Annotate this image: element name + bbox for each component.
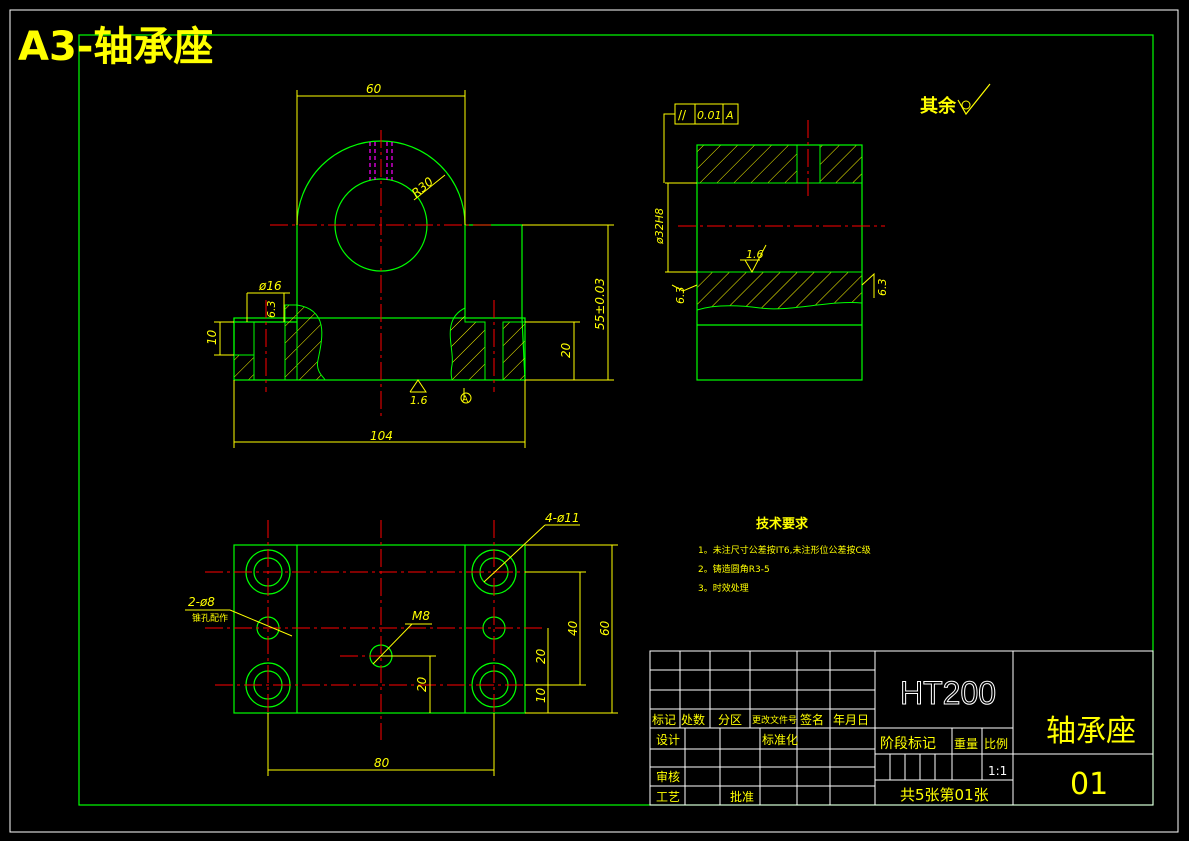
svg-text:标记: 标记: [652, 713, 676, 727]
datum-a-label: A: [462, 395, 469, 405]
svg-text:1:1: 1:1: [988, 764, 1007, 778]
svg-text:签名: 签名: [800, 712, 824, 727]
oil-hole-hidden-lines: [369, 142, 393, 180]
datum-a-symbol: [460, 392, 472, 404]
svg-text:技术要求: 技术要求: [756, 516, 809, 532]
svg-text:处数: 处数: [681, 712, 705, 727]
svg-text:6.3: 6.3: [674, 287, 687, 305]
dim-plan-20-right: 20: [534, 648, 548, 664]
svg-text:工艺: 工艺: [656, 790, 680, 804]
dim-plan-40: 40: [566, 620, 580, 636]
dim-radius: R30: [409, 174, 436, 200]
dim-4-holes: 4-ø11: [545, 511, 580, 525]
outer-frame: [9, 9, 1179, 833]
title-block: [649, 650, 1154, 806]
dim-plan-10: 10: [534, 687, 548, 703]
dim-top-width: 60: [366, 82, 382, 96]
rough-6-3-front: 6.3: [265, 301, 278, 319]
tech-requirements: 技术要求 1。未注尺寸公差按IT6,未注形位公差按C级 2。铸造圆角R3-5 3…: [698, 516, 871, 594]
svg-text:比例: 比例: [984, 737, 1008, 751]
dim-height-10: 10: [205, 329, 219, 345]
svg-text:1.6: 1.6: [746, 248, 764, 261]
dim-height-55: 55±0.03: [593, 278, 607, 330]
plan-dimensions: [185, 524, 618, 776]
geometric-tolerance-frame: // 0.01 A: [663, 103, 739, 183]
dim-bore: ø32H8: [653, 208, 666, 245]
rough-right-symbol: 6.3: [861, 272, 889, 298]
dim-plan-60: 60: [598, 620, 612, 636]
svg-text:分区: 分区: [718, 713, 742, 727]
dim-plan-80: 80: [374, 756, 390, 770]
svg-text:设计: 设计: [656, 733, 680, 747]
side-center-lines: [678, 120, 885, 227]
roughness-note: 其余: [920, 83, 991, 117]
part-name: 轴承座: [1046, 714, 1136, 749]
svg-text:6.3: 6.3: [876, 279, 889, 297]
svg-text:阶段标记: 阶段标记: [880, 736, 936, 752]
svg-text:A: A: [725, 109, 734, 122]
svg-text:共5张第01张: 共5张第01张: [900, 786, 989, 804]
inner-frame: [78, 34, 1154, 806]
svg-text:其余: 其余: [920, 95, 957, 117]
svg-text:更改文件号: 更改文件号: [752, 714, 797, 726]
rough-bore-symbol: 1.6: [740, 244, 767, 274]
svg-text:0.01: 0.01: [697, 109, 722, 122]
side-view: [665, 144, 863, 381]
svg-text:批准: 批准: [730, 789, 754, 804]
svg-text:3。时效处理: 3。时效处理: [698, 582, 749, 594]
svg-text://: //: [678, 108, 687, 122]
svg-text:1。未注尺寸公差按IT6,未注形位公差按C级: 1。未注尺寸公差按IT6,未注形位公差按C级: [698, 544, 871, 556]
dim-2-holes-note: 锥孔配作: [192, 612, 228, 624]
dim-base-width: 104: [370, 429, 393, 443]
front-view-hatching: [233, 304, 526, 381]
svg-text:年月日: 年月日: [833, 713, 869, 727]
front-dimensions: [214, 90, 614, 448]
drawing-title: A3-轴承座: [18, 24, 213, 70]
dim-plan-20-left: 20: [415, 676, 429, 692]
rough-left-symbol: 6.3: [671, 284, 698, 305]
rough-bottom: 1.6: [410, 394, 428, 407]
front-center-lines: [265, 130, 495, 420]
drawing-number: 01: [1070, 767, 1108, 802]
dim-height-20: 20: [559, 342, 573, 358]
svg-text:审核: 审核: [656, 769, 680, 784]
dim-hole-dia: ø16: [258, 279, 282, 293]
material-label: HT200: [900, 675, 996, 711]
dim-2-holes: 2-ø8: [188, 595, 215, 609]
dim-thread: M8: [412, 609, 430, 623]
svg-text:标准化: 标准化: [762, 733, 798, 747]
svg-text:2。铸造圆角R3-5: 2。铸造圆角R3-5: [698, 563, 770, 575]
plan-view: [233, 544, 526, 714]
svg-text:重量: 重量: [954, 737, 978, 751]
title-block-labels: 标记 处数 分区 更改文件号 签名 年月日 设计 标准化 审核 工艺 批准 阶段…: [652, 712, 1008, 804]
